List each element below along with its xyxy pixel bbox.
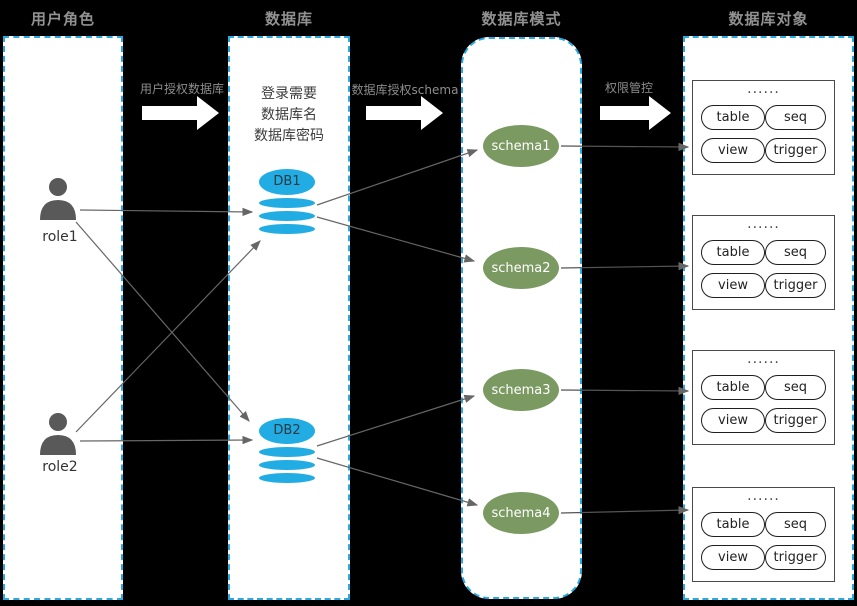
db-login-note: 登录需要 数据库名 数据库密码 bbox=[230, 84, 348, 147]
db-login-note-line1: 登录需要 bbox=[261, 86, 317, 102]
flow-label-user-grant-db: 用户授权数据库 bbox=[139, 82, 224, 96]
object-box-3: ...... table seq view trigger bbox=[692, 350, 835, 445]
pill-view: view bbox=[701, 408, 765, 433]
pill-table: table bbox=[701, 240, 765, 265]
header-databases: 数据库 bbox=[264, 10, 313, 28]
flow-label-db-grant-schema: 数据库授权schema bbox=[351, 83, 459, 97]
ellipsis-dots: ...... bbox=[747, 216, 780, 232]
person-icon-role2 bbox=[38, 413, 78, 455]
db1-disk bbox=[259, 211, 315, 221]
role1-label: role1 bbox=[42, 229, 78, 245]
schema4-ellipse: schema4 bbox=[483, 492, 559, 534]
ellipsis-dots: ...... bbox=[747, 81, 780, 97]
database-cylinder-db1: DB1 bbox=[259, 169, 315, 234]
header-user-roles: 用户角色 bbox=[30, 10, 95, 28]
flow-arrow-icon-1 bbox=[142, 96, 219, 130]
object-box-2: ...... table seq view trigger bbox=[692, 215, 835, 310]
pill-trigger: trigger bbox=[765, 273, 826, 298]
ellipsis-dots: ...... bbox=[747, 488, 780, 504]
flow-arrow-icon-2 bbox=[366, 96, 443, 130]
pill-table: table bbox=[701, 105, 765, 130]
db1-label: DB1 bbox=[259, 169, 315, 195]
db1-disk bbox=[259, 224, 315, 234]
db2-disk bbox=[259, 473, 315, 483]
pill-view: view bbox=[701, 545, 765, 570]
column-user-roles bbox=[3, 36, 123, 600]
pill-view: view bbox=[701, 273, 765, 298]
database-cylinder-db2: DB2 bbox=[259, 418, 315, 483]
db-login-note-line2: 数据库名 bbox=[261, 107, 317, 123]
object-box-4: ...... table seq view trigger bbox=[692, 487, 835, 582]
header-database-schemas: 数据库模式 bbox=[481, 10, 562, 28]
pill-trigger: trigger bbox=[765, 138, 826, 163]
pill-trigger: trigger bbox=[765, 408, 826, 433]
person-icon-role1 bbox=[38, 178, 78, 220]
db-login-note-line3: 数据库密码 bbox=[254, 128, 324, 144]
pill-seq: seq bbox=[765, 240, 826, 265]
pill-seq: seq bbox=[765, 512, 826, 537]
pill-seq: seq bbox=[765, 105, 826, 130]
ellipsis-dots: ...... bbox=[747, 351, 780, 367]
pill-table: table bbox=[701, 512, 765, 537]
role2-label: role2 bbox=[42, 459, 78, 475]
pill-seq: seq bbox=[765, 375, 826, 400]
schema3-ellipse: schema3 bbox=[483, 369, 559, 411]
db2-disk bbox=[259, 447, 315, 457]
header-database-objects: 数据库对象 bbox=[728, 10, 809, 28]
object-box-1: ...... table seq view trigger bbox=[692, 80, 835, 175]
schema1-ellipse: schema1 bbox=[483, 125, 559, 167]
db2-disk bbox=[259, 460, 315, 470]
schema2-ellipse: schema2 bbox=[483, 247, 559, 289]
db1-disk bbox=[259, 198, 315, 208]
pill-table: table bbox=[701, 375, 765, 400]
pill-view: view bbox=[701, 138, 765, 163]
flow-arrow-icon-3 bbox=[600, 96, 671, 130]
db2-label: DB2 bbox=[259, 418, 315, 444]
flow-label-permission-control: 权限管控 bbox=[604, 81, 653, 95]
pill-trigger: trigger bbox=[765, 545, 826, 570]
